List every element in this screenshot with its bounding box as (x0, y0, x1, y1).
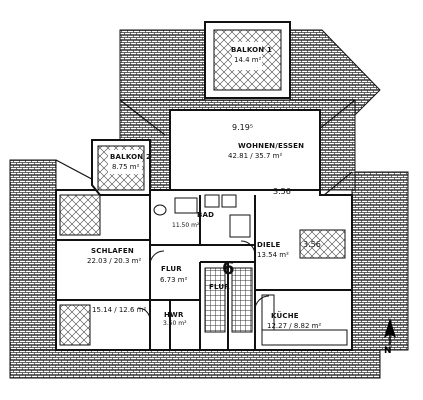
balkon-1 (204, 21, 291, 99)
zimmer-area: 15.14 / 12.6 m² (92, 306, 147, 314)
hwr-area: 3.50 m² (163, 320, 187, 327)
hwr-label: HWR (164, 311, 184, 319)
schlafen-area: 22.03 / 20.3 m² (87, 257, 142, 265)
balkon-1-area: 14.4 m² (234, 56, 262, 64)
dimension-top: 9.19⁵ (232, 123, 254, 132)
schlafen-label: SCHLAFEN (91, 247, 134, 255)
wohnen-label: WOHNEN/ESSEN (238, 142, 305, 150)
kueche-label: KÜCHE (271, 312, 299, 320)
stairs (204, 267, 253, 333)
flur-1-area: 6.73 m² (160, 276, 188, 284)
balkon-2 (91, 139, 151, 196)
bad-label: BAD (197, 211, 215, 219)
wohnen-area: 42.81 / 35.7 m² (228, 152, 283, 160)
bad-area: 11.50 m² (172, 222, 200, 229)
north-arrow-label: N (384, 346, 392, 356)
diele-area: 13.54 m² (257, 251, 289, 259)
balkon-2-area: 8.75 m² (112, 163, 140, 171)
stair-number: 6 (222, 258, 235, 279)
diele-label: DIELE (257, 241, 281, 249)
dimension-diele: 3.56 (303, 240, 321, 249)
wall-cross-hatch (59, 194, 346, 346)
balkon-1-label: BALKON 1 (231, 46, 273, 54)
dimension-right: 3.56 (273, 187, 291, 196)
north-arrow-icon (384, 318, 396, 345)
kitchen-fixtures (261, 294, 348, 346)
flur-1-label: FLUR (161, 265, 182, 273)
flur-2-label: FLUR (209, 283, 230, 291)
interior-walls (56, 189, 352, 350)
door-swings (137, 240, 270, 321)
balkon-2-label: BALKON 2 (110, 153, 152, 161)
bathroom-fixtures (153, 194, 251, 238)
kueche-area: 12.27 / 8.82 m² (267, 322, 322, 330)
